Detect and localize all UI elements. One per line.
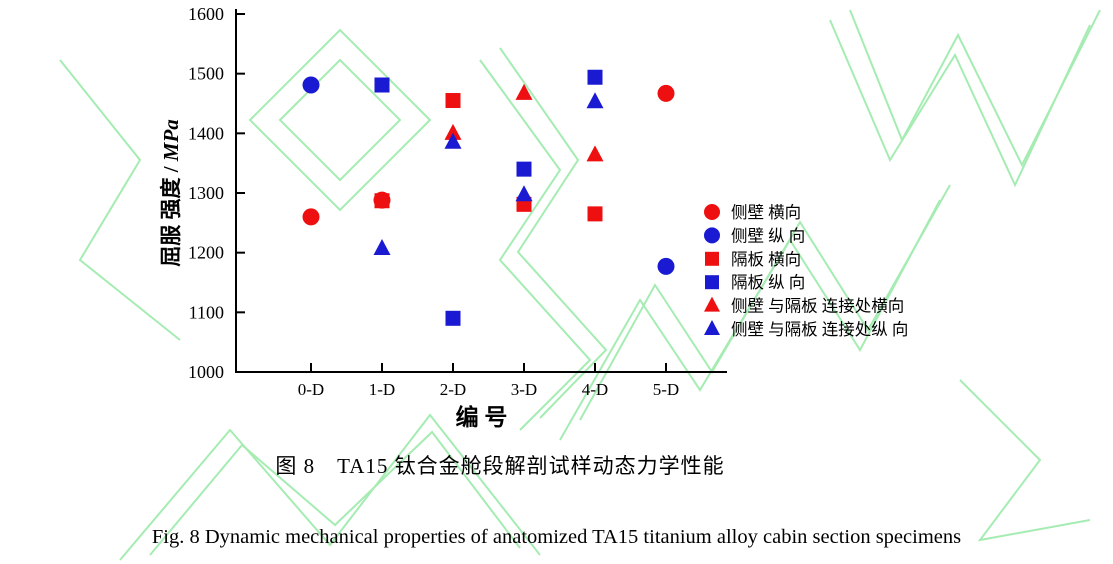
y-tick-label: 1000 — [188, 362, 224, 382]
x-tick-label: 1-D — [369, 380, 395, 399]
y-axis-label: 屈服 强度 / MPa — [159, 119, 183, 267]
data-point-circle — [657, 257, 675, 275]
data-point-square — [705, 251, 719, 266]
data-point-square — [587, 206, 603, 222]
legend-label: 隔板 横向 — [731, 250, 801, 269]
legend-label: 隔板 纵 向 — [731, 273, 805, 292]
data-point-square — [516, 161, 532, 177]
data-point-circle — [302, 76, 320, 94]
x-tick-label: 3-D — [511, 380, 537, 399]
data-point-square — [374, 193, 390, 209]
legend-label: 侧壁 与隔板 连接处纵 向 — [731, 320, 908, 339]
data-point-triangle — [444, 123, 462, 140]
data-point-square — [587, 69, 603, 85]
data-point-circle — [704, 204, 720, 220]
data-point-triangle — [444, 132, 462, 149]
y-tick-label: 1600 — [188, 4, 224, 24]
data-point-triangle — [704, 296, 720, 312]
data-point-triangle — [586, 145, 604, 162]
x-axis-label: 编 号 — [456, 404, 508, 430]
data-point-triangle — [515, 185, 533, 202]
data-point-triangle — [704, 320, 720, 335]
data-point-circle — [657, 84, 675, 102]
x-tick-label: 5-D — [653, 380, 679, 399]
data-point-square — [705, 275, 719, 290]
data-point-circle — [704, 227, 720, 244]
scatter-chart: 1000 1100 1200 1300 1400 1500 1600 0-D 1-D 2-D 3-D… — [159, 4, 908, 430]
figure-caption-chinese: 图 8 TA15 钛合金舱段解剖试样动态力学性能 — [275, 454, 725, 478]
data-point-triangle — [373, 238, 391, 255]
legend-label: 侧壁 与隔板 连接处横向 — [731, 297, 904, 316]
y-tick-label: 1300 — [188, 183, 224, 203]
legend-label: 侧壁 纵 向 — [731, 226, 805, 245]
data-point-circle — [302, 208, 320, 226]
data-point-triangle — [515, 83, 533, 100]
y-tick-label: 1200 — [188, 243, 224, 263]
figure-caption-english: Fig. 8 Dynamic mechanical properties of … — [151, 526, 962, 548]
data-point-square — [445, 310, 461, 326]
x-tick-label: 4-D — [582, 380, 608, 399]
y-tick-label: 1100 — [189, 302, 224, 322]
x-tick-label: 0-D — [298, 380, 324, 399]
legend-label: 侧壁 横向 — [731, 203, 801, 222]
x-tick-label: 2-D — [440, 380, 466, 399]
data-point-square — [445, 93, 461, 109]
y-tick-label: 1500 — [188, 64, 224, 84]
data-point-square — [374, 77, 390, 93]
y-tick-label: 1400 — [188, 123, 224, 143]
data-point-triangle — [586, 92, 604, 109]
